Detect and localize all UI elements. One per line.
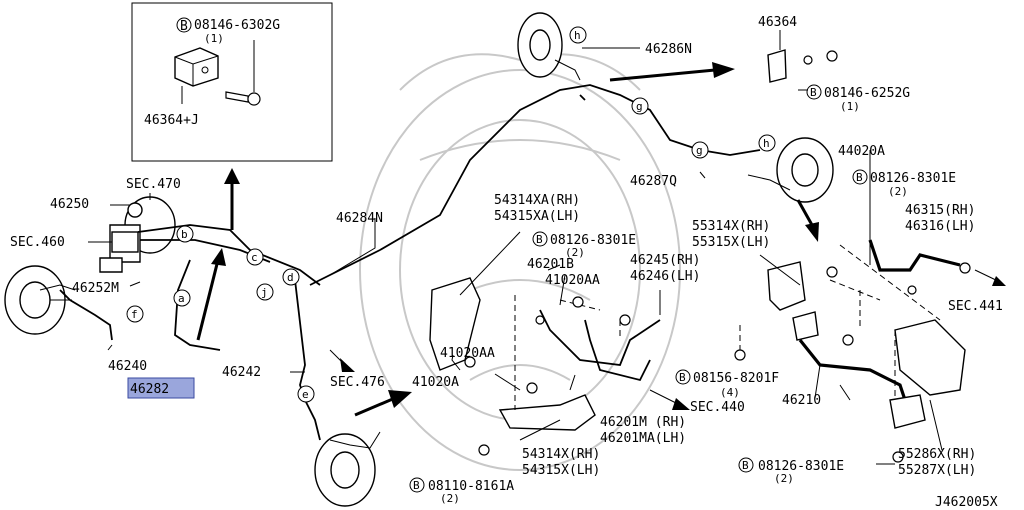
label-55314x[interactable]: 55314X(RH) (692, 219, 770, 234)
leader-lines (88, 30, 943, 465)
connector-h-2: h (763, 137, 770, 150)
label-08126-8301e-b-qty: (2) (565, 246, 585, 259)
connector-g-1: g (636, 100, 643, 113)
label-46282[interactable]: 46282 (130, 382, 169, 397)
dashed-assembly-lines (514, 244, 941, 410)
connector-e: e (302, 388, 309, 401)
label-46201b[interactable]: 46201B (527, 257, 574, 272)
inset-box (131, 2, 333, 162)
right-brake-disc (747, 137, 834, 203)
label-46245[interactable]: 46245(RH) (630, 253, 700, 268)
connector-g-2: g (696, 144, 703, 157)
highlight-46282[interactable] (127, 377, 195, 399)
bolt-symbol-circles (409, 84, 868, 493)
bolt-symbol-2: B (856, 171, 863, 184)
label-54315xa[interactable]: 54315XA(LH) (494, 209, 580, 224)
mounting-brackets (429, 49, 966, 431)
connector-j: j (261, 286, 268, 299)
connector-b: b (181, 228, 188, 241)
label-55286x[interactable]: 55286X(RH) (898, 447, 976, 462)
label-08156-8201f[interactable]: 08156-8201F (693, 371, 779, 386)
label-08126-8301e-a-qty: (2) (888, 185, 908, 198)
label-46201m[interactable]: 46201M (RH) (600, 415, 686, 430)
label-46284n[interactable]: 46284N (336, 211, 383, 226)
connector-h-1: h (574, 29, 581, 42)
label-46252m[interactable]: 46252M (72, 281, 119, 296)
label-08156-8201f-qty: (4) (720, 386, 740, 399)
label-08126-8301e-c-qty: (2) (774, 472, 794, 485)
label-46240[interactable]: 46240 (108, 359, 147, 374)
label-sec-440[interactable]: SEC.440 (690, 400, 745, 415)
bolt-symbol-3: B (536, 233, 543, 246)
label-08146-6252g[interactable]: 08146-6252G (824, 86, 910, 101)
front-left-brake-disc (4, 265, 76, 335)
connector-f: f (131, 308, 138, 321)
master-cylinder (99, 196, 176, 273)
upper-brake-disc (517, 12, 581, 81)
label-08110-8161a[interactable]: 08110-8161A (428, 479, 514, 494)
label-08126-8301e-b[interactable]: 08126-8301E (550, 233, 636, 248)
label-sec-460[interactable]: SEC.460 (10, 235, 65, 250)
connector-c: c (251, 251, 258, 264)
label-41020aa-a[interactable]: 41020AA (545, 273, 600, 288)
label-46286n[interactable]: 46286N (645, 42, 692, 57)
label-08146-6252g-qty: (1) (840, 100, 860, 113)
inset-bolt-symbol: B (180, 19, 188, 34)
rear-brake-disc (314, 431, 381, 507)
label-46250[interactable]: 46250 (50, 197, 89, 212)
label-46201ma[interactable]: 46201MA(LH) (600, 431, 686, 446)
label-46210[interactable]: 46210 (782, 393, 821, 408)
label-41020a[interactable]: 41020A (412, 375, 459, 390)
connector-a: a (178, 292, 185, 305)
label-sec-476[interactable]: SEC.476 (330, 375, 385, 390)
label-54314x[interactable]: 54314X(RH) (522, 447, 600, 462)
bolt-symbol-1: B (810, 86, 817, 99)
label-46242[interactable]: 46242 (222, 365, 261, 380)
bolt-symbol-4: B (679, 371, 686, 384)
label-sec-470[interactable]: SEC.470 (126, 177, 181, 192)
arrowhead-icon (224, 168, 240, 184)
diagram-code: J462005X (935, 495, 998, 510)
callout-46364-j: 46364+J (144, 113, 199, 128)
label-46364[interactable]: 46364 (758, 15, 797, 30)
label-46287q[interactable]: 46287Q (630, 174, 677, 189)
bolt-symbol-6: B (742, 459, 749, 472)
label-08110-8161a-qty: (2) (440, 492, 460, 505)
label-55315x[interactable]: 55315X(LH) (692, 235, 770, 250)
connector-d: d (287, 271, 294, 284)
direction-arrows (196, 62, 1006, 417)
label-54315x[interactable]: 54315X(LH) (522, 463, 600, 478)
connector-circles (126, 26, 776, 403)
bolt-symbol-5: B (413, 479, 420, 492)
brake-pipes (59, 84, 961, 441)
bolt-circle-icon (176, 17, 192, 33)
label-08126-8301e-c[interactable]: 08126-8301E (758, 459, 844, 474)
bolts (464, 50, 971, 463)
label-41020aa-b[interactable]: 41020AA (440, 346, 495, 361)
callout-08146-6302g: 08146-6302G (194, 18, 280, 33)
label-08126-8301e-a[interactable]: 08126-8301E (870, 171, 956, 186)
callout-08146-6302g-qty: (1) (204, 32, 224, 45)
label-55287x[interactable]: 55287X(LH) (898, 463, 976, 478)
label-54314xa[interactable]: 54314XA(RH) (494, 193, 580, 208)
label-46315[interactable]: 46315(RH) (905, 203, 975, 218)
label-sec-441[interactable]: SEC.441 (948, 299, 1003, 314)
label-46316[interactable]: 46316(LH) (905, 219, 975, 234)
label-44020a[interactable]: 44020A (838, 144, 885, 159)
label-46246[interactable]: 46246(LH) (630, 269, 700, 284)
